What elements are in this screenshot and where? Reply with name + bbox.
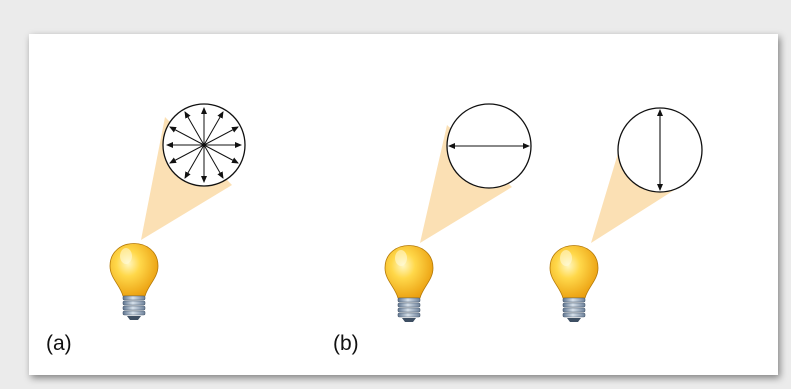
lightbulb-icon [549, 245, 599, 323]
unpolarized-arrows [166, 107, 242, 183]
panel-b-horizontal [384, 103, 532, 323]
panel-b-vertical [549, 107, 703, 323]
panel-label-a: (a) [46, 332, 72, 355]
lightbulb-icon [384, 245, 434, 323]
light-beam-b1 [420, 125, 512, 243]
panel-label-b: (b) [333, 332, 359, 355]
panel-a: (a) [46, 103, 246, 355]
double-arrow-icon [184, 111, 224, 179]
lightbulb-icon [109, 243, 159, 321]
